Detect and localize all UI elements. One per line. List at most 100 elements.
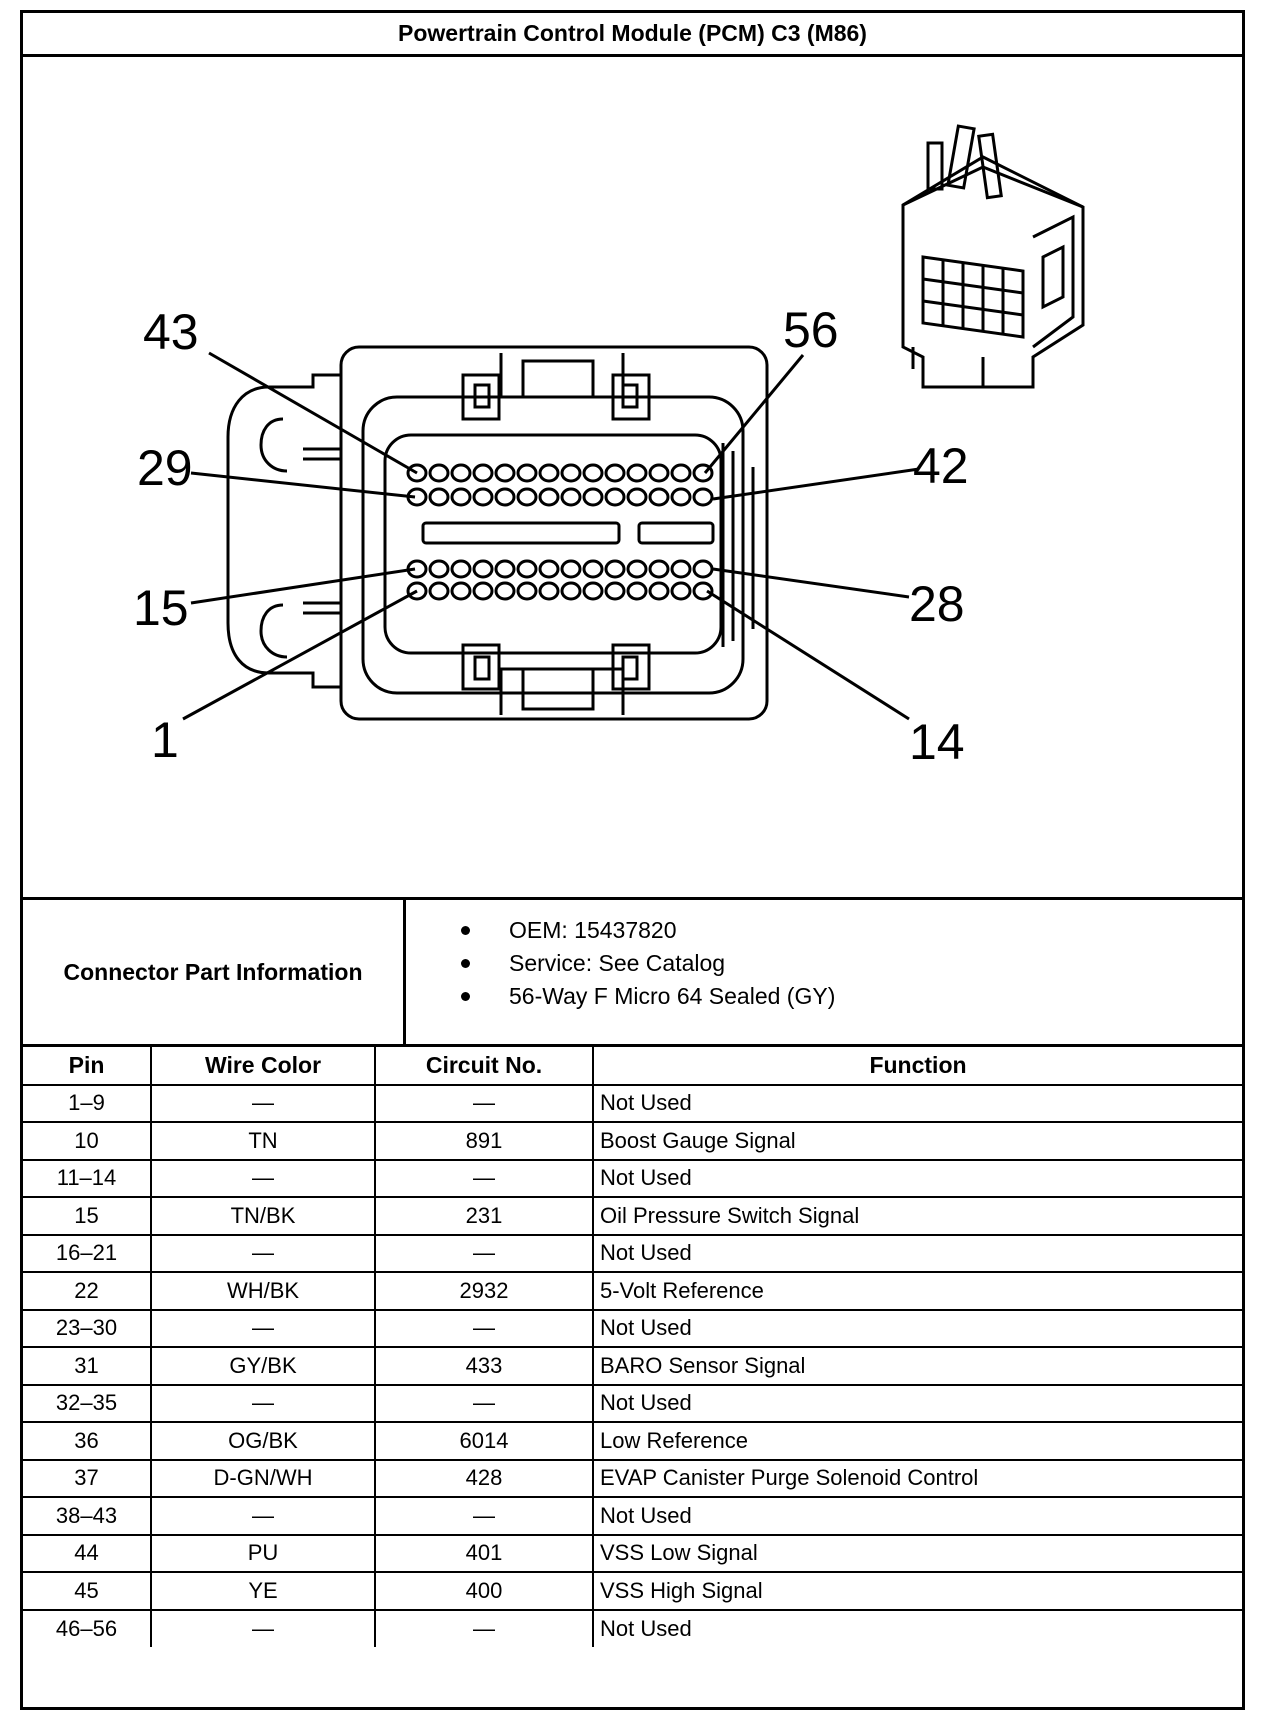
cell-circuit: 231 xyxy=(374,1196,594,1236)
header-wire-color: Wire Color xyxy=(150,1047,376,1086)
cell-pin: 38–43 xyxy=(23,1496,152,1536)
cell-pin: 46–56 xyxy=(23,1608,152,1647)
callout-56: 56 xyxy=(783,302,839,358)
cell-wire-color: — xyxy=(150,1383,376,1423)
pin-cavity xyxy=(692,559,714,579)
pin-cavity xyxy=(406,581,428,601)
cell-pin: 15 xyxy=(23,1196,152,1236)
pin-cavity xyxy=(582,559,604,579)
pin-cavity xyxy=(450,463,472,483)
cell-pin: 22 xyxy=(23,1271,152,1311)
cell-pin: 45 xyxy=(23,1571,152,1611)
callout-43: 43 xyxy=(143,304,199,360)
cell-circuit: 2932 xyxy=(374,1271,594,1311)
cell-pin: 1–9 xyxy=(23,1083,152,1123)
pin-cavity xyxy=(560,581,582,601)
pin-cavity xyxy=(450,487,472,507)
cell-function: EVAP Canister Purge Solenoid Control xyxy=(592,1458,1242,1498)
cell-function: Not Used xyxy=(592,1158,1242,1198)
pin-cavity xyxy=(670,559,692,579)
connector-face-drawing: 43 56 29 42 15 28 1 14 xyxy=(133,124,1085,770)
cell-circuit: — xyxy=(374,1383,594,1423)
cell-wire-color: — xyxy=(150,1308,376,1348)
connector-face xyxy=(361,395,745,695)
cell-wire-color: D-GN/WH xyxy=(150,1458,376,1498)
cell-pin: 16–21 xyxy=(23,1233,152,1273)
connector-info-label: Connector Part Information xyxy=(23,900,406,1044)
cell-function: 5-Volt Reference xyxy=(592,1271,1242,1311)
cell-pin: 36 xyxy=(23,1421,152,1461)
pin-cavity xyxy=(582,487,604,507)
callout-29: 29 xyxy=(137,440,193,496)
callout-42: 42 xyxy=(913,438,969,494)
info-item-description: 56-Way F Micro 64 Sealed (GY) xyxy=(461,980,1242,1013)
table-row: 11–14——Not Used xyxy=(23,1158,1242,1198)
leader-43 xyxy=(208,351,418,475)
cell-circuit: — xyxy=(374,1083,594,1123)
table-row: 23–30——Not Used xyxy=(23,1308,1242,1348)
cell-wire-color: TN xyxy=(150,1121,376,1161)
info-item-oem: OEM: 15437820 xyxy=(461,914,1242,947)
pin-cavity xyxy=(428,559,450,579)
table-row: 32–35——Not Used xyxy=(23,1383,1242,1423)
cell-wire-color: WH/BK xyxy=(150,1271,376,1311)
pin-cavity xyxy=(560,487,582,507)
pin-table: Pin Wire Color Circuit No. Function 1–9 —… xyxy=(23,1047,1242,1647)
pin-cavity xyxy=(692,487,714,507)
cell-pin: 44 xyxy=(23,1533,152,1573)
pin-cavity xyxy=(582,463,604,483)
pin-cavity xyxy=(494,559,516,579)
cell-circuit: — xyxy=(374,1496,594,1536)
cell-function: BARO Sensor Signal xyxy=(592,1346,1242,1386)
cell-wire-color: — xyxy=(150,1608,376,1647)
header-function: Function xyxy=(592,1047,1242,1086)
pin-cavity xyxy=(494,463,516,483)
header-pin: Pin xyxy=(23,1047,152,1086)
leader-28 xyxy=(712,567,910,599)
leader-14 xyxy=(706,589,910,721)
cell-circuit: 433 xyxy=(374,1346,594,1386)
pin-cavity xyxy=(626,559,648,579)
cell-function: VSS High Signal xyxy=(592,1571,1242,1611)
cell-circuit: — xyxy=(374,1308,594,1348)
pin-cavity xyxy=(692,581,714,601)
pin-cavity xyxy=(428,487,450,507)
pin-cavity xyxy=(560,463,582,483)
leader-15 xyxy=(190,567,416,605)
cell-function: Not Used xyxy=(592,1383,1242,1423)
connector-document: Powertrain Control Module (PCM) C3 (M86) xyxy=(20,10,1245,1710)
cell-pin: 23–30 xyxy=(23,1308,152,1348)
leader-42 xyxy=(712,467,920,501)
pin-cavity xyxy=(472,487,494,507)
connector-info-list: OEM: 15437820 Service: See Catalog 56-Wa… xyxy=(406,900,1242,1044)
pin-cavity xyxy=(538,559,560,579)
pin-cavity xyxy=(670,487,692,507)
pin-cavity xyxy=(494,487,516,507)
pin-cavity xyxy=(692,463,714,483)
pin-cavity xyxy=(648,559,670,579)
cell-function: VSS Low Signal xyxy=(592,1533,1242,1573)
cell-wire-color: — xyxy=(150,1233,376,1273)
table-row: 16–21——Not Used xyxy=(23,1233,1242,1273)
pin-cavity xyxy=(450,559,472,579)
pin-cavity xyxy=(626,581,648,601)
header-circuit: Circuit No. xyxy=(374,1047,594,1086)
pin-cavity xyxy=(538,487,560,507)
cell-wire-color: OG/BK xyxy=(150,1421,376,1461)
cell-function: Not Used xyxy=(592,1083,1242,1123)
callout-15: 15 xyxy=(133,580,189,636)
pin-cavity xyxy=(450,581,472,601)
table-row: 38–43——Not Used xyxy=(23,1496,1242,1536)
cell-function: Not Used xyxy=(592,1608,1242,1647)
cell-circuit: — xyxy=(374,1608,594,1647)
pin-cavity xyxy=(604,463,626,483)
pin-cavity xyxy=(538,463,560,483)
pin-cavity xyxy=(538,581,560,601)
pin-cavity xyxy=(626,463,648,483)
pin-cavity xyxy=(560,559,582,579)
